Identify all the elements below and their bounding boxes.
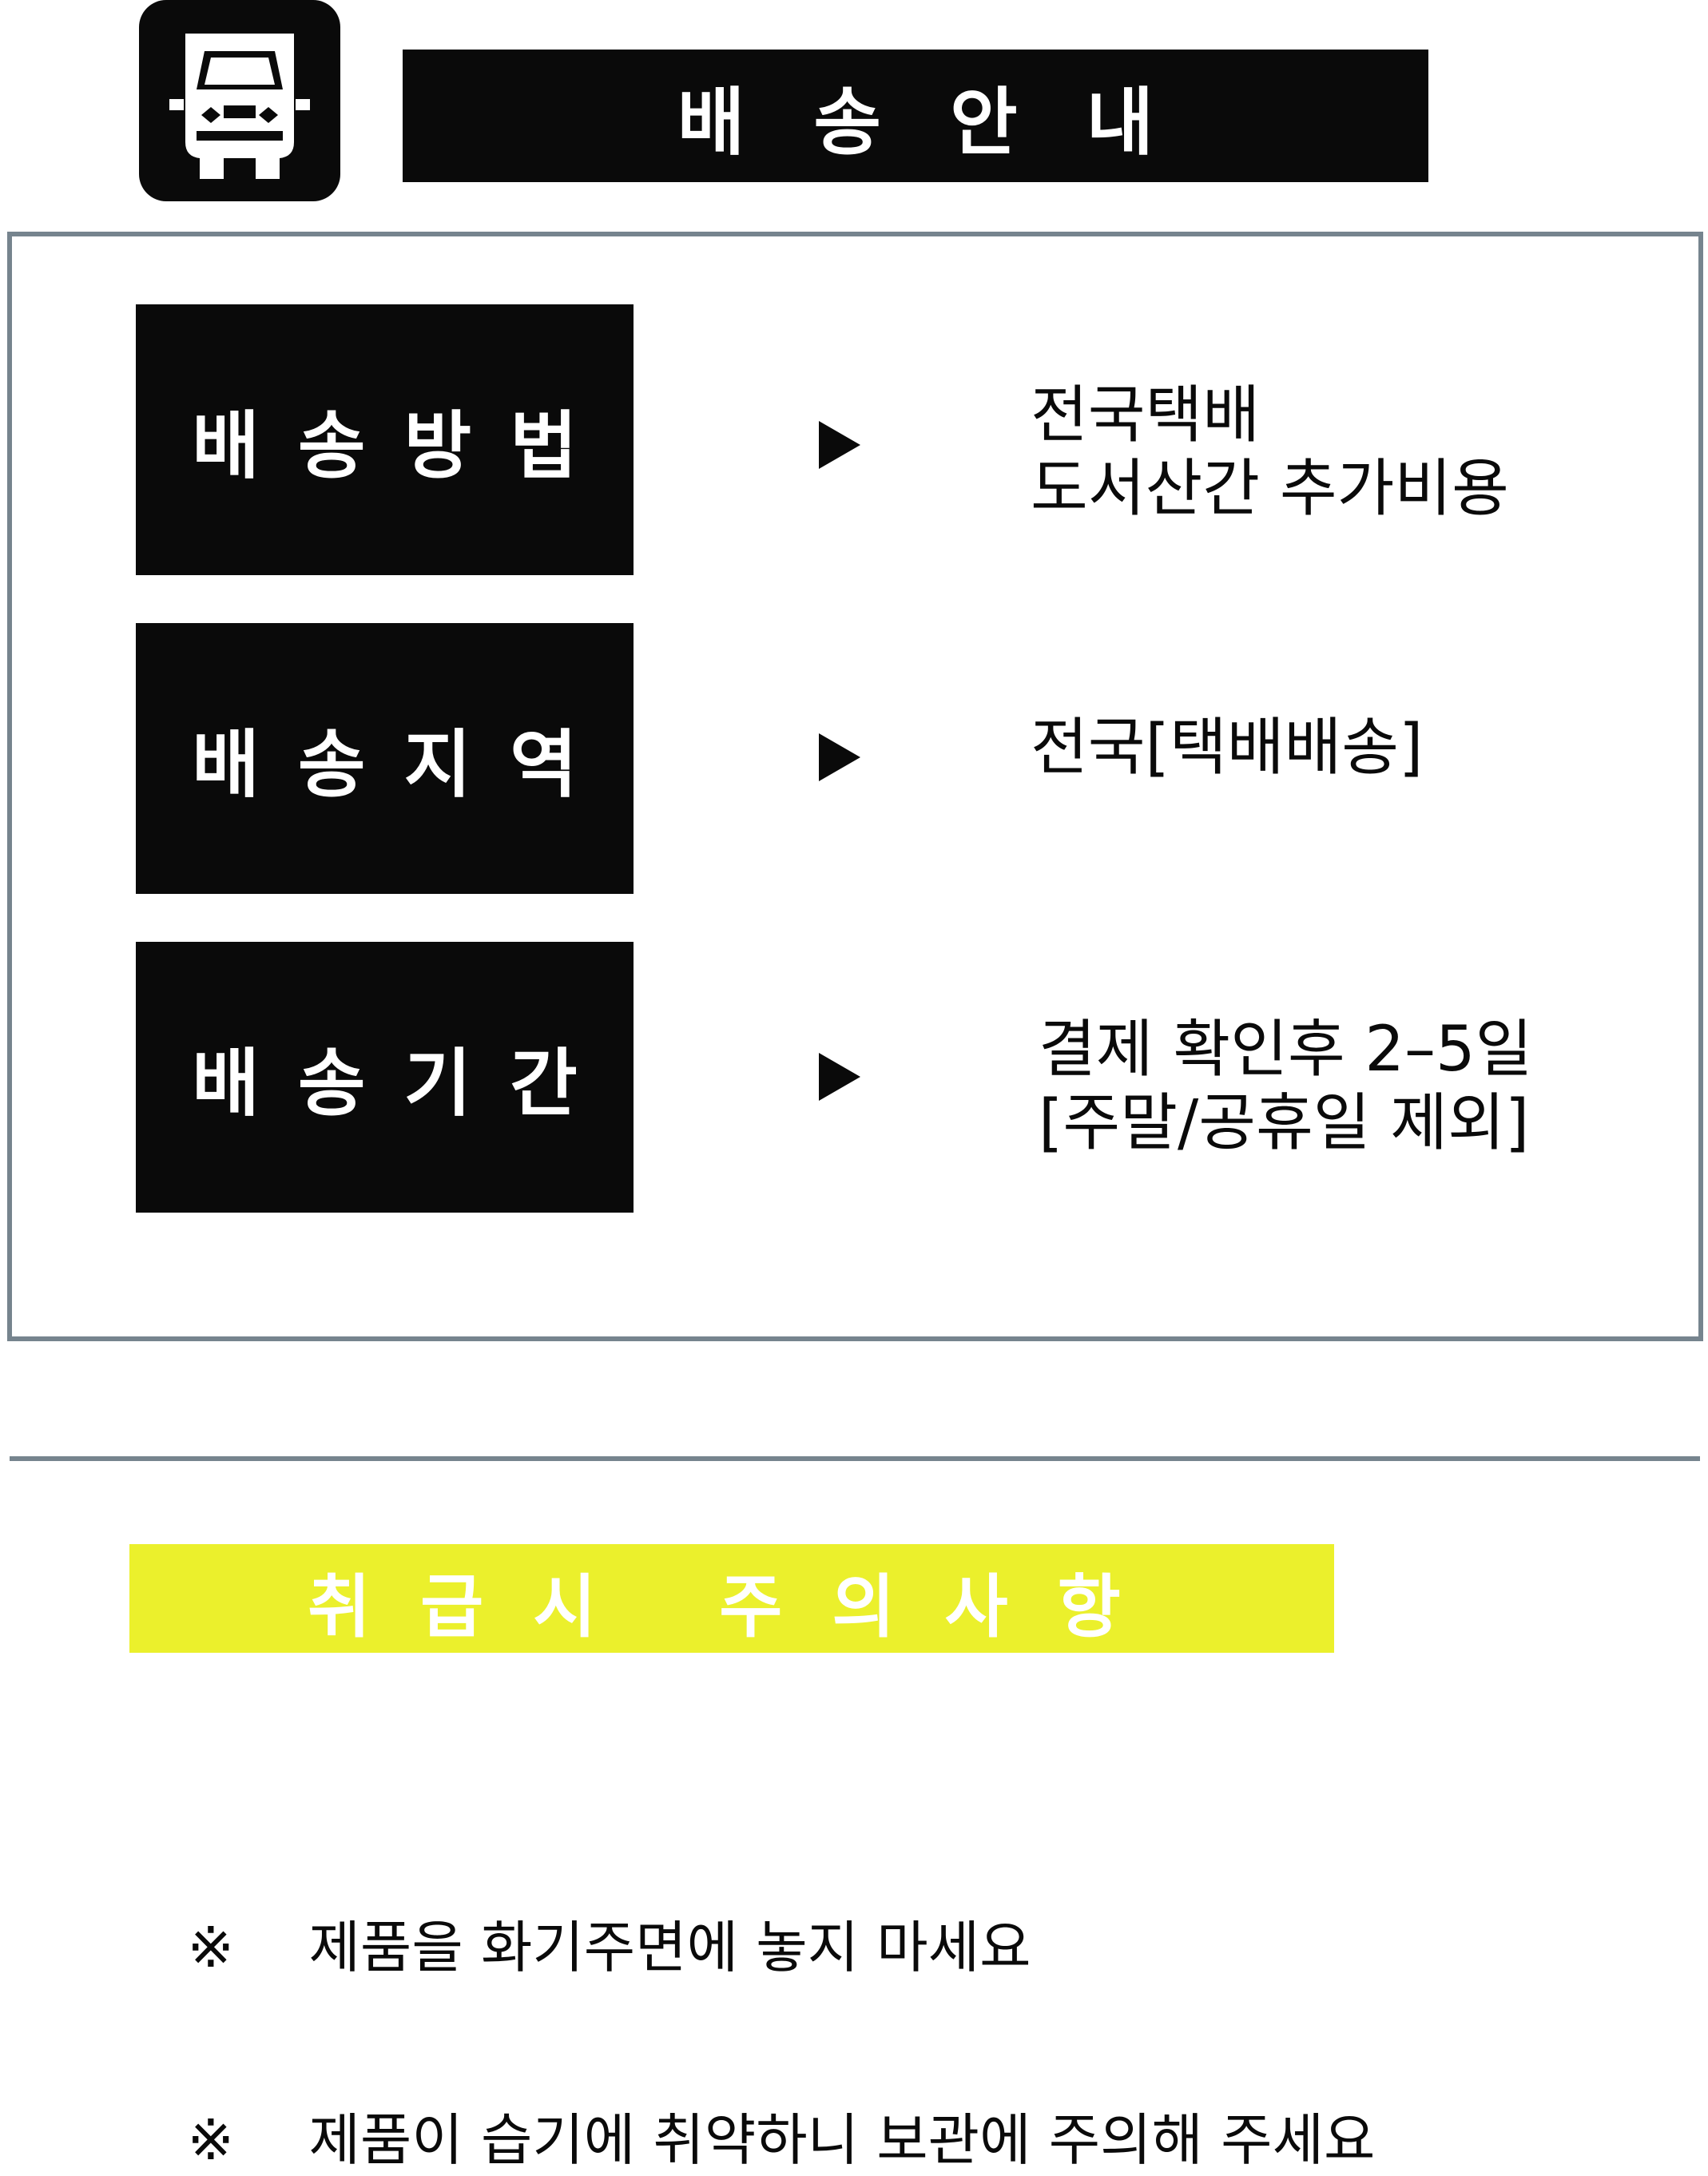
delivery-info-frame bbox=[7, 232, 1703, 1341]
page-title: 배송안내 bbox=[403, 50, 1428, 182]
delivery-period-value: 결제 확인후 2–5일 [주말/공휴일 제외] bbox=[1039, 1013, 1532, 1160]
truck-icon bbox=[139, 0, 340, 201]
delivery-area-value: 전국[택배배송] bbox=[1031, 711, 1423, 784]
delivery-period-line: [주말/공휴일 제외] bbox=[1039, 1087, 1530, 1159]
arrow-right-icon bbox=[819, 1053, 860, 1101]
caution-title: 취급시 주의사항 bbox=[308, 1566, 1170, 1647]
delivery-method-value: 전국택배 도서산간 추가비용 bbox=[1031, 379, 1509, 526]
delivery-method-line: 도서산간 추가비용 bbox=[1031, 453, 1509, 525]
caution-note: ※ 제품을 화기주면에 놓지 마세요 bbox=[152, 1837, 1031, 1983]
caution-note-text: 제품이 습기에 취약하니 보관에 주의해 주세요 bbox=[308, 2107, 1376, 2173]
delivery-period-line: 결제 확인후 2–5일 bbox=[1039, 1014, 1533, 1086]
delivery-area-line: 전국[택배배송] bbox=[1031, 712, 1424, 784]
delivery-method-line: 전국택배 bbox=[1031, 379, 1261, 451]
arrow-right-icon bbox=[819, 421, 860, 469]
delivery-period-label: 배송기간 bbox=[136, 942, 634, 1213]
section-divider bbox=[10, 1456, 1700, 1461]
reference-mark-icon: ※ bbox=[187, 2107, 235, 2173]
caution-note-text: 제품을 화기주면에 놓지 마세요 bbox=[308, 1915, 1031, 1980]
delivery-method-label: 배송방법 bbox=[136, 304, 634, 575]
delivery-area-label: 배송지역 bbox=[136, 623, 634, 894]
reference-mark-icon: ※ bbox=[187, 1915, 235, 1980]
caution-note: ※ 제품이 습기에 취약하니 보관에 주의해 주세요 bbox=[152, 2030, 1376, 2176]
arrow-right-icon bbox=[819, 733, 860, 781]
caution-title-bar bbox=[129, 1544, 1334, 1653]
